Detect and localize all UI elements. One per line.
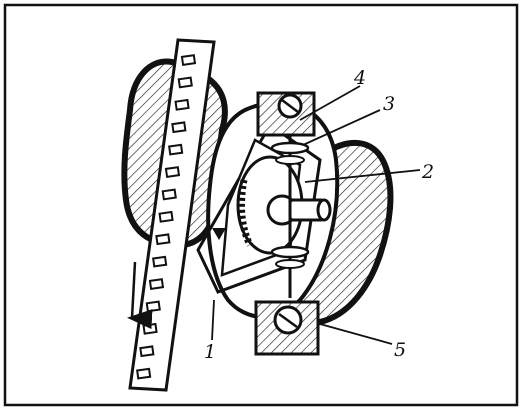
lower-spring-2 (275, 259, 305, 269)
leader-line-3 (302, 109, 381, 146)
leader-line-5 (319, 323, 393, 345)
tape-perforation (155, 233, 171, 246)
tape-perforation (180, 54, 197, 66)
tape-perforation (177, 76, 193, 89)
tape-perforation (152, 255, 168, 268)
tape-perforation (168, 143, 184, 156)
callout-label-3: 3 (383, 93, 395, 115)
top-screw-slot (281, 99, 299, 113)
callout-label-5: 5 (394, 339, 406, 361)
arrow-down-icon (127, 261, 153, 330)
tape-perforation (136, 367, 152, 380)
perforated-tape (128, 38, 216, 392)
tape-perforation (142, 322, 158, 335)
leader-line-2 (304, 169, 421, 183)
callout-label-2: 2 (421, 161, 434, 183)
upper-spring-2 (275, 155, 305, 165)
tape-perforation (171, 121, 187, 134)
tape-perforation (174, 98, 190, 111)
lower-spring (270, 245, 310, 259)
tape-perforation (164, 166, 181, 178)
tape-perforation (158, 210, 174, 223)
coil-winding (238, 179, 254, 247)
callout-label-1: 1 (204, 341, 216, 363)
leader-line-4 (299, 85, 361, 121)
triangle-marker (212, 228, 226, 240)
upper-spring (270, 141, 310, 155)
pivot-shaft-end (316, 198, 332, 222)
tape-perforation (148, 278, 165, 290)
tape-perforation (145, 300, 161, 313)
callout-label-4: 4 (353, 67, 366, 89)
triangle-frame (196, 122, 322, 294)
tape-perforation (161, 188, 177, 201)
bottom-screw-slot (278, 312, 298, 329)
tape-perforation (139, 345, 155, 358)
leader-line-1 (211, 299, 215, 341)
